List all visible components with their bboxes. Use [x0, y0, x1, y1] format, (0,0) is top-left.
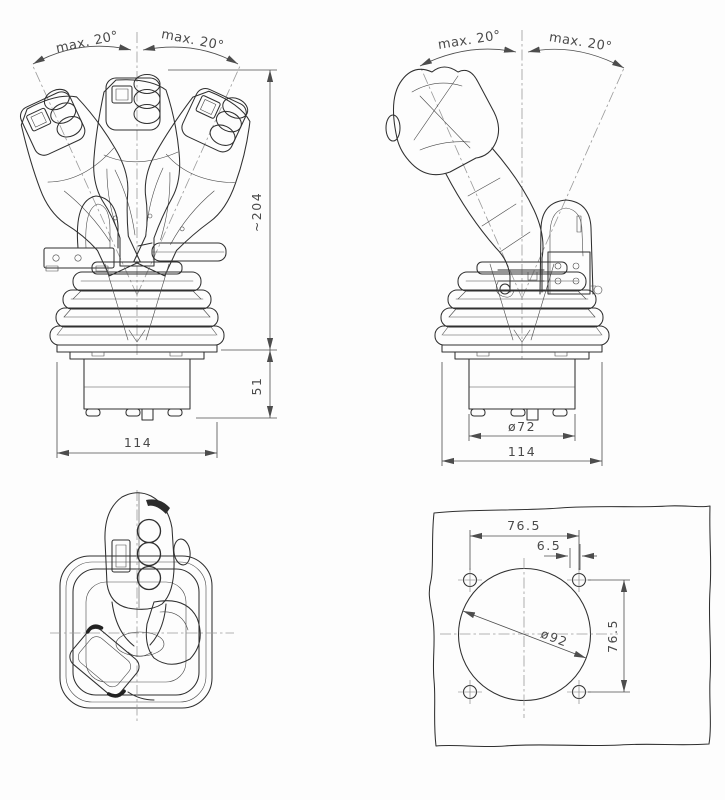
dim-hole-offset: 6.5 [537, 538, 597, 570]
side-view: max. 20° max. 20° ø72 114 [385, 28, 625, 466]
dim-front-tilt-right-label: max. 20° [160, 27, 225, 54]
dim-side-tilt-left: max. 20° [419, 28, 517, 67]
dim-hole-pitch-x-label: 76.5 [507, 518, 541, 533]
front-ghost-grip-left [4, 76, 164, 288]
top-thumbwheel [69, 624, 140, 698]
dim-front-tilt-right: max. 20° [142, 27, 239, 65]
dim-front-height-label: ~204 [249, 192, 264, 232]
dim-hole-offset-label: 6.5 [537, 538, 561, 553]
mounting-holes [458, 568, 591, 704]
dim-side-body-diameter: ø72 [468, 414, 576, 441]
dim-cutout-diameter: ø92 [462, 610, 587, 659]
dim-front-base-depth: 51 [196, 350, 277, 419]
top-neck [111, 601, 167, 657]
dim-front-tilt-left-label: max. 20° [55, 29, 120, 57]
dim-side-body-diameter-label: ø72 [508, 419, 536, 434]
front-hand-guard [43, 195, 119, 272]
front-tilt-line-left [31, 63, 138, 296]
panel-cutout-view: 76.5 6.5 76.5 ø92 [428, 505, 712, 748]
dim-side-tilt-right-label: max. 20° [548, 30, 613, 55]
top-palm-rest [145, 600, 201, 665]
front-view: max. 20° max. 20° ~204 51 114 [4, 27, 277, 458]
dim-front-base-depth-label: 51 [249, 377, 264, 396]
cutout-circle [457, 567, 592, 702]
dim-front-width-label: 114 [124, 435, 152, 450]
dim-hole-pitch-y: 76.5 [588, 579, 630, 693]
dim-side-tilt-right: max. 20° [527, 30, 625, 69]
dim-side-width: 114 [441, 362, 603, 466]
dim-hole-pitch-x: 76.5 [469, 518, 580, 570]
panel-outline [428, 505, 712, 748]
side-grip [385, 66, 545, 298]
top-thumbwheel-tail [127, 691, 155, 701]
dim-side-width-label: 114 [508, 444, 536, 459]
front-ghost-grip-right [109, 76, 270, 288]
top-view [50, 490, 234, 724]
dim-front-tilt-left: max. 20° [32, 29, 132, 65]
dim-hole-pitch-y-label: 76.5 [605, 619, 620, 653]
dim-front-width: 114 [56, 362, 218, 458]
side-tilt-line-right [521, 67, 625, 299]
top-grip-head [104, 491, 191, 610]
